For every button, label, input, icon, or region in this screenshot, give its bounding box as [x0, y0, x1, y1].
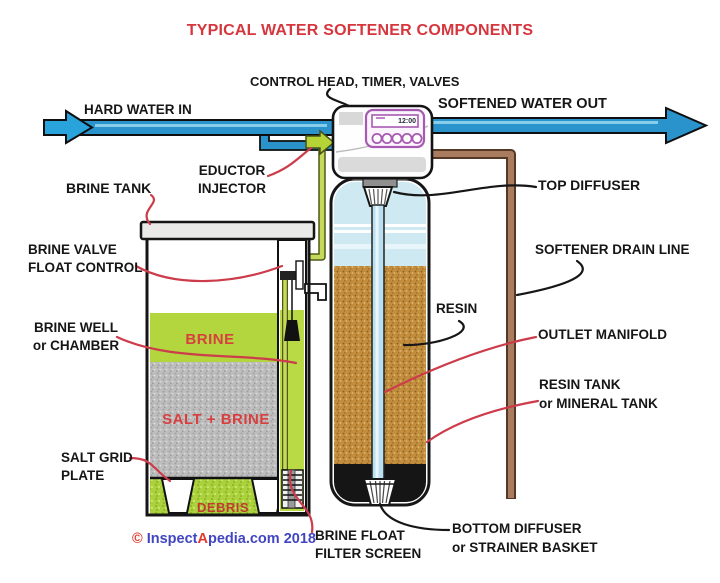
brine-valve-line1: BRINE VALVE: [28, 242, 117, 257]
bottom-diffuser-basket: [362, 478, 398, 506]
timer-button: [381, 132, 393, 144]
debris-content-label: DEBRIS: [196, 500, 250, 515]
page-title: TYPICAL WATER SOFTENER COMPONENTS: [186, 22, 534, 39]
timer-display-value: 12:00: [398, 117, 416, 125]
timer-button: [401, 132, 413, 144]
line-brine-tank: [145, 193, 155, 226]
drain-line: [430, 149, 516, 499]
timer-button: [371, 132, 383, 144]
brine-float-line1: BRINE FLOAT: [315, 528, 405, 543]
pipe-outlet: [427, 106, 709, 145]
brine-float: [284, 320, 300, 341]
annotation-lines-red: [115, 146, 540, 534]
control-head: [331, 104, 434, 180]
brine-valve-line2: FLOAT CONTROL: [28, 260, 143, 275]
pipe-outlet-highlight: [433, 121, 658, 124]
brine-tank-lid: [139, 220, 316, 241]
inlet-arrow-icon: [43, 109, 94, 145]
brine-well-label: BRINE WELL or CHAMBER: [32, 319, 120, 355]
timer-panel: [364, 108, 426, 149]
grid-plate-leg: [160, 478, 196, 514]
copyright-symbol: ©: [132, 531, 143, 547]
line-eductor: [266, 146, 313, 178]
top-diffuser-label: TOP DIFFUSER: [538, 177, 641, 193]
brine-well: [277, 239, 307, 514]
drain-line-label: SOFTENER DRAIN LINE: [535, 242, 690, 257]
brine-float-line2: FILTER SCREEN: [315, 546, 422, 561]
brine-content-label: BRINE: [185, 331, 235, 348]
brine-well-line2: or CHAMBER: [32, 338, 120, 353]
brine-tank: [139, 220, 327, 517]
resin-tank-label: RESIN TANK or MINERAL TANK: [539, 375, 658, 413]
pipe-inlet-highlight: [95, 124, 327, 127]
salt-grid-line2: PLATE: [61, 468, 105, 483]
bottom-diffuser-line2: or STRAINER BASKET: [452, 540, 598, 555]
head-vent: [339, 112, 363, 125]
outlet-manifold-tube: [371, 204, 385, 483]
softened-water-out-label: SOFTENED WATER OUT: [438, 96, 607, 112]
outlet-manifold-label: OUTLET MANIFOLD: [538, 327, 667, 342]
eductor-line2: INJECTOR: [197, 181, 266, 196]
line-resin-tank: [425, 399, 540, 444]
copyright-part2: A: [197, 531, 208, 547]
pipe-inlet: [57, 119, 339, 136]
eductor-injector-icon: [305, 129, 336, 156]
brine-valve-body: [280, 271, 296, 280]
annotation-lines-black: [326, 87, 584, 532]
brine-float-label: BRINE FLOAT FILTER SCREEN: [315, 527, 421, 563]
salt-grid-label: SALT GRID PLATE: [61, 449, 133, 485]
line-resin: [402, 319, 465, 347]
brine-well-line1: BRINE WELL: [34, 320, 118, 335]
bottom-diffuser-line1: BOTTOM DIFFUSER: [452, 521, 582, 536]
line-drain: [515, 259, 584, 297]
line-bottom-diffuser: [378, 502, 451, 532]
copyright-part3: pedia.com 2018: [207, 531, 316, 547]
eductor-injector-label: EDUCTOR INJECTOR: [194, 162, 270, 198]
copyright-part1: Inspect: [142, 531, 198, 547]
bottom-diffuser-label: BOTTOM DIFFUSER or STRAINER BASKET: [452, 519, 598, 557]
control-head-label: CONTROL HEAD, TIMER, VALVES: [250, 74, 460, 89]
water-pipe: [43, 106, 709, 151]
valve-pipe: [295, 260, 304, 290]
brine-tank-label: BRINE TANK: [66, 180, 152, 196]
hard-water-in-label: HARD WATER IN: [84, 102, 192, 117]
line-top-diffuser: [392, 184, 538, 197]
resin-tank-line1: RESIN TANK: [539, 377, 621, 392]
line-brine-well: [115, 335, 298, 365]
line-control-head: [326, 87, 351, 108]
line-outlet-manifold: [383, 335, 538, 394]
salt-brine-content-label: SALT + BRINE: [162, 411, 270, 428]
resin-label: RESIN: [436, 301, 478, 316]
line-salt-grid: [128, 456, 172, 483]
resin-tank-line2: or MINERAL TANK: [539, 396, 658, 411]
line-float-control: [134, 264, 284, 283]
tank-neck: [362, 178, 398, 188]
brine-valve-label: BRINE VALVE FLOAT CONTROL: [28, 241, 142, 277]
resin-tank: [329, 173, 431, 507]
head-lower-band: [338, 157, 426, 172]
salt-grid-line1: SALT GRID: [61, 450, 133, 465]
line-brine-float: [288, 469, 314, 534]
timer-button: [411, 132, 423, 144]
timer-button: [391, 132, 403, 144]
eductor-line1: EDUCTOR: [198, 163, 266, 178]
copyright-text: © InspectApedia.com 2018: [132, 530, 316, 548]
top-diffuser: [362, 186, 394, 207]
